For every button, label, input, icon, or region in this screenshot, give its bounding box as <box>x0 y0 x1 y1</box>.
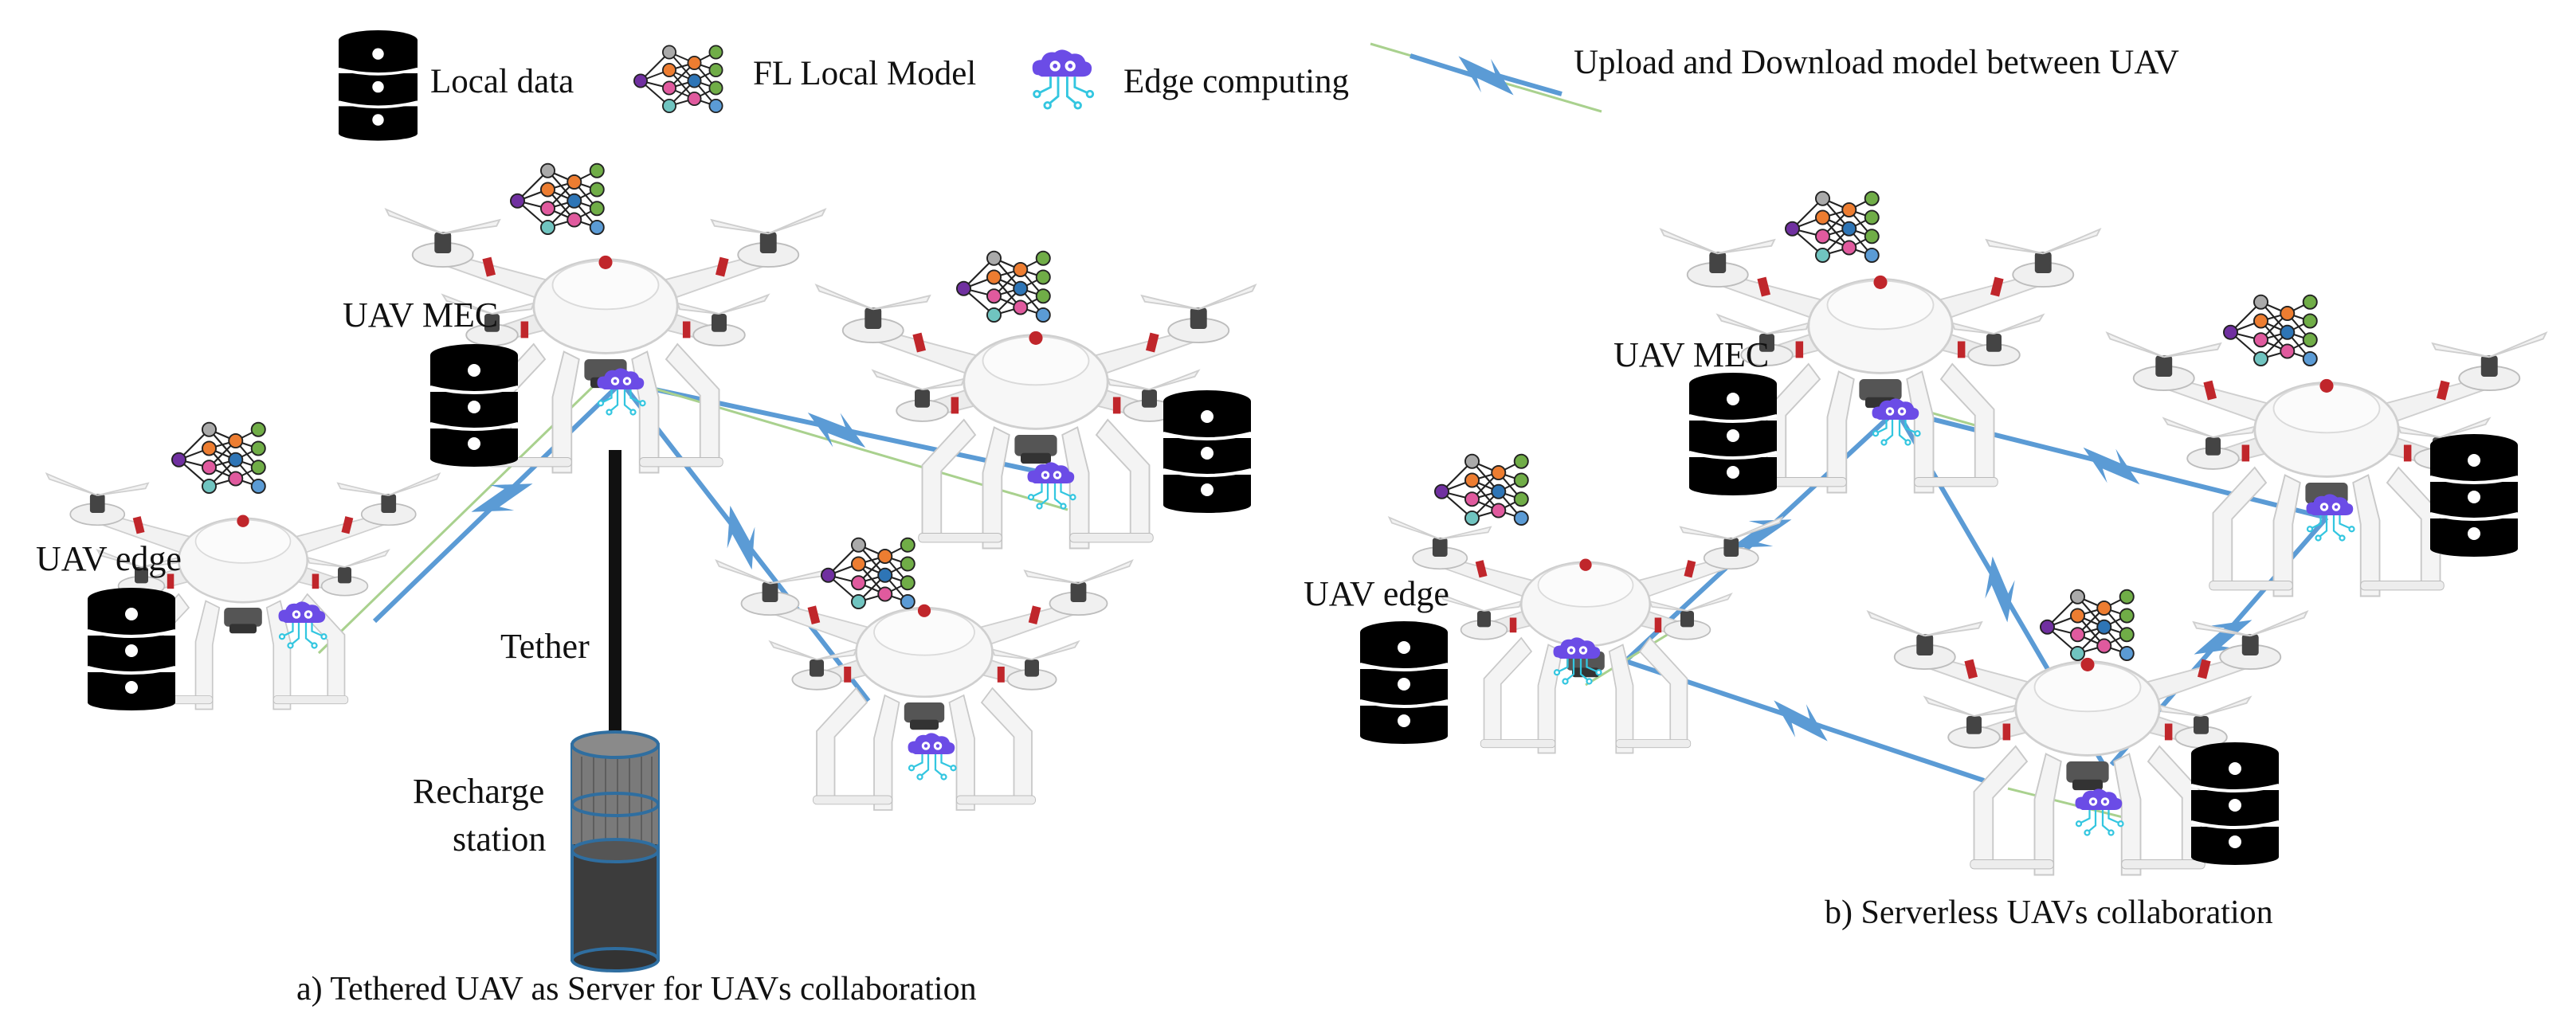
panel-a <box>45 162 1257 972</box>
recharge-station-icon <box>570 730 660 972</box>
recharge-station-label-line2: station <box>453 820 547 859</box>
panel-b <box>1359 190 2547 876</box>
legend-edge-computing-label: Edge computing <box>1123 63 1350 100</box>
legend-fl-local-model-label: FL Local Model <box>753 55 977 92</box>
lightning-link-icon <box>1370 42 1602 113</box>
panel-a-uav-edge-label: UAV edge <box>36 539 182 578</box>
neural-network-icon <box>171 421 266 495</box>
panel-a-caption: a) Tethered UAV as Server for UAVs colla… <box>296 971 977 1008</box>
edge-computing-cloud-icon <box>1031 48 1095 110</box>
database-icon <box>1162 389 1253 515</box>
database-icon <box>1359 620 1449 745</box>
neural-network-icon <box>820 537 916 610</box>
neural-network-icon <box>2039 589 2135 662</box>
panel-b-uav-mec-label: UAV MEC <box>1613 335 1770 374</box>
neural-network-icon <box>2222 294 2318 367</box>
neural-network-icon <box>509 162 605 236</box>
database-icon <box>1688 371 1778 497</box>
recharge-station-label-line1: Recharge <box>413 772 545 811</box>
database-icon <box>86 586 177 712</box>
legend-upload-download-label: Upload and Download model between UAV <box>1574 44 2179 81</box>
neural-network-icon <box>633 45 723 114</box>
database-icon <box>2429 432 2519 558</box>
tether-label: Tether <box>500 627 590 666</box>
drone-icon <box>1388 516 1783 754</box>
panel-a-uav-mec-label: UAV MEC <box>343 295 499 335</box>
legend <box>337 29 1602 143</box>
legend-local-data-label: Local data <box>430 63 574 100</box>
neural-network-icon <box>955 250 1051 323</box>
panel-b-caption: b) Serverless UAVs collaboration <box>1825 894 2273 931</box>
panel-b-uav-edge-label: UAV edge <box>1304 574 1449 613</box>
database-icon <box>337 29 419 143</box>
neural-network-icon <box>1433 453 1529 526</box>
database-icon <box>2190 741 2280 867</box>
edge-computing-cloud-icon <box>907 732 957 781</box>
neural-network-icon <box>1784 190 1880 264</box>
database-icon <box>429 342 520 468</box>
